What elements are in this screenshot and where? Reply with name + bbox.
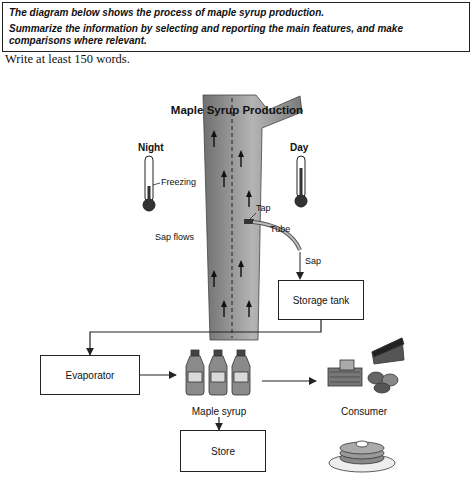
tap-and-tube	[244, 213, 304, 280]
diagram-title: Maple Syrup Production	[0, 104, 474, 116]
part-label: Tap	[256, 203, 271, 213]
temperature-label: Freezing	[161, 177, 196, 187]
instruction-note: Write at least 150 words.	[5, 52, 130, 67]
pancake-plate	[329, 441, 395, 472]
instruction-text: Summarize the information by selecting a…	[9, 23, 463, 47]
night-thermometer	[143, 156, 160, 211]
node-label: Storage tank	[293, 295, 350, 306]
time-label: Night	[138, 142, 164, 153]
node-label: Maple syrup	[192, 406, 246, 417]
flow-arrow	[262, 380, 316, 381]
node-label: Store	[211, 446, 235, 457]
consumer-illustration: Consumer	[316, 335, 412, 417]
flow-arrow	[218, 417, 219, 430]
syrup-bottles	[186, 350, 250, 395]
flow-arrow	[90, 320, 321, 355]
instruction-text: The diagram below shows the process of m…	[9, 7, 463, 19]
product-illustration: Maple syrup	[176, 345, 262, 417]
time-label: Day	[290, 142, 308, 153]
part-label: Tube	[270, 224, 290, 234]
part-label: Sap flows	[155, 232, 194, 242]
process-box: Evaporator	[40, 355, 140, 395]
flow-arrow	[140, 374, 176, 375]
process-box: Store	[180, 430, 266, 472]
node-label: Evaporator	[66, 370, 115, 381]
day-thermometer	[295, 156, 307, 207]
instruction-box: The diagram below shows the process of m…	[2, 2, 470, 52]
consumer-food	[328, 338, 404, 393]
process-box: Storage tank	[278, 280, 364, 320]
node-label: Consumer	[341, 406, 387, 417]
part-label: Sap	[305, 256, 321, 266]
